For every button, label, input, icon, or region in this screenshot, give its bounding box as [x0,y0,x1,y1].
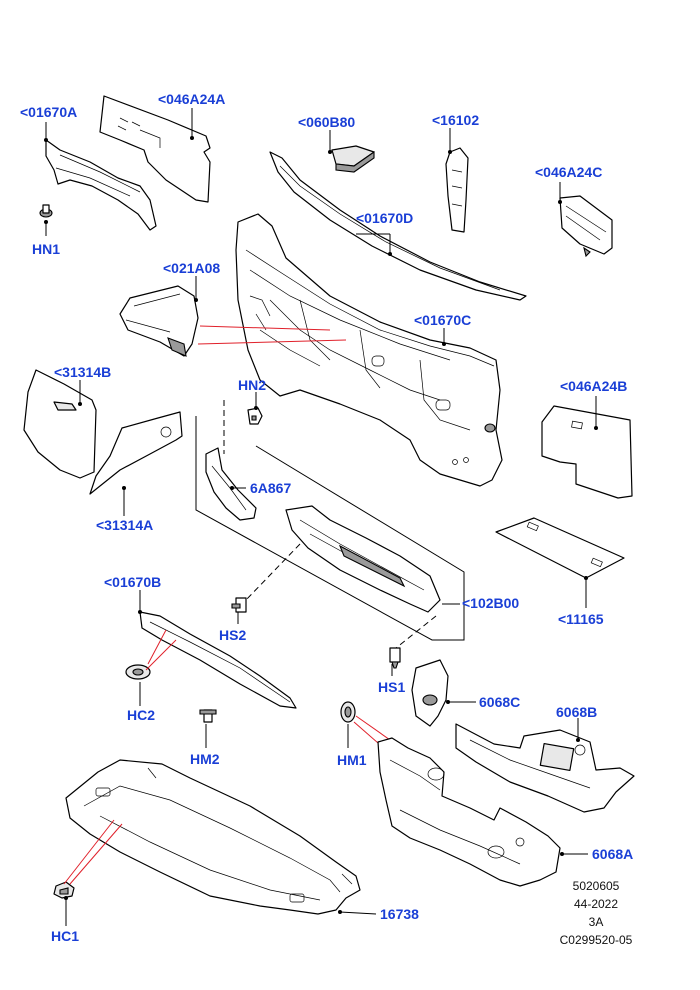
label-102b00: <102B00 [462,595,519,611]
part-01670d [269,151,527,301]
label-hm2: HM2 [190,751,220,767]
reference-lines-hc2 [145,629,177,671]
label-31314b: <31314B [54,364,111,380]
part-046a24a [99,95,211,203]
label-6a867: 6A867 [250,480,291,496]
part-6068a [377,737,561,887]
label-hc1: HC1 [51,928,79,944]
part-31314a [89,411,183,495]
part-060b80 [331,145,375,173]
part-01670c-bulkhead [235,213,503,487]
leader-lines [44,108,598,926]
label-01670d: <01670D [356,210,413,226]
footer-code-3: 3A [589,915,604,929]
label-046a24c: <046A24C [535,164,602,180]
callout-labels: <01670A <046A24A <060B80 <16102 <046A24C… [20,91,633,944]
label-hn1: HN1 [32,241,60,257]
part-hc1-clip [53,881,75,899]
part-16102 [445,147,469,233]
label-hs2: HS2 [219,627,246,643]
part-6068b [455,723,635,813]
part-hm2-clip [199,709,217,723]
label-01670b: <01670B [104,574,161,590]
part-16738 [65,759,361,915]
label-hc2: HC2 [127,707,155,723]
label-046a24a: <046A24A [158,91,225,107]
label-6068b: 6068B [556,704,597,720]
label-01670c: <01670C [414,312,471,328]
part-11165 [495,517,625,579]
label-hn2: HN2 [238,377,266,393]
label-021a08: <021A08 [163,260,220,276]
part-hn1-clip [39,204,53,218]
part-046a24b [541,405,633,499]
label-11165: <11165 [558,611,604,627]
label-16102: <16102 [432,112,479,128]
part-01670b [139,611,297,709]
part-021a08 [119,285,199,357]
part-01670a [45,139,157,231]
dashed-assembly-lines [195,400,465,649]
part-hc2-clip [125,664,151,680]
label-16738: 16738 [380,906,419,922]
part-6068c [411,659,449,727]
footer-code-2: 44-2022 [574,897,618,911]
label-hs1: HS1 [378,679,405,695]
label-31314a: <31314A [96,517,153,533]
part-046a24c [559,195,613,258]
footer-code-4: C0299520-05 [560,933,633,947]
footer-code-1: 5020605 [573,879,620,893]
label-046a24b: <046A24B [560,378,627,394]
label-6068c: 6068C [479,694,520,710]
label-6068a: 6068A [592,846,633,862]
part-hm1-clip [340,701,356,723]
reference-lines-hc1 [63,819,123,885]
part-31314b [23,369,97,479]
part-hs2-screw [231,597,247,613]
label-01670a: <01670A [20,104,77,120]
label-hm1: HM1 [337,752,367,768]
reference-lines-021a08 [197,325,347,345]
part-102b00 [285,505,441,613]
part-hn2-nut [247,407,263,425]
part-hs1-screw [389,647,401,669]
label-060b80: <060B80 [298,114,355,130]
part-6a867 [205,447,257,521]
footer-codes: 5020605 44-2022 3A C0299520-05 [560,879,633,947]
